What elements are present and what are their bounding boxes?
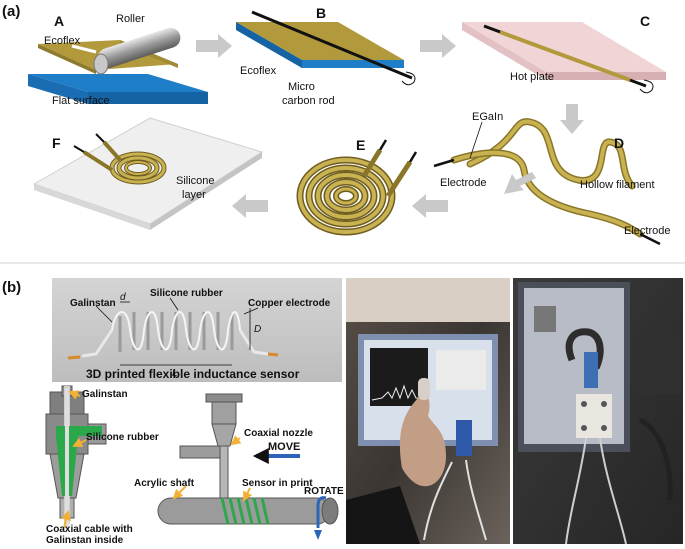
label-hollow-filament: Hollow filament xyxy=(580,179,655,191)
sensor-dim-l: L xyxy=(172,368,178,379)
label-layer: layer xyxy=(182,189,206,201)
nozzle-label-coax-line2: Galinstan inside xyxy=(46,535,124,546)
sensor-label-silicone-rubber: Silicone rubber xyxy=(150,288,223,299)
nozzle-callout-arrows xyxy=(61,390,87,529)
label-egain: EGaIn xyxy=(472,111,503,123)
process-arrow-cd xyxy=(560,104,584,134)
panel-a-tag: (a) xyxy=(2,3,20,20)
label-flat-surface: Flat surface xyxy=(52,95,109,107)
label-micro: Micro xyxy=(288,81,315,93)
process-arrow-ab xyxy=(196,34,232,58)
sensor-caption: 3D printed flexible inductance sensor xyxy=(86,367,300,381)
step-c-illustration xyxy=(462,22,666,94)
sensor-label-copper-electrode: Copper electrode xyxy=(248,298,331,309)
step-b-illustration xyxy=(236,10,416,86)
step-f-illustration xyxy=(32,117,264,230)
step-c-letter: C xyxy=(640,13,650,29)
nozzle-label-galinstan: Galinstan xyxy=(82,389,128,400)
label-ecoflex-a: Ecoflex xyxy=(44,35,81,47)
nozzle-label-silicone-rubber: Silicone rubber xyxy=(86,432,159,443)
process-arrow-ef-2 xyxy=(232,194,268,218)
sensor-schematic xyxy=(52,278,342,382)
nozzle-cross-section xyxy=(45,385,107,528)
step-f-letter: F xyxy=(52,135,61,151)
photo-thumb-sensor xyxy=(346,278,510,544)
printer-label-rotate: ROTATE xyxy=(304,486,344,497)
step-d-illustration xyxy=(433,118,661,246)
label-carbon-rod: carbon rod xyxy=(282,95,335,107)
process-arrow-de xyxy=(504,172,536,194)
label-roller: Roller xyxy=(116,13,145,25)
label-hot-plate: Hot plate xyxy=(510,71,554,83)
step-b-letter: B xyxy=(316,5,326,21)
label-silicone: Silicone xyxy=(176,175,215,187)
label-ecoflex-b: Ecoflex xyxy=(240,65,277,77)
process-arrow-ef-1 xyxy=(412,194,448,218)
step-a-letter: A xyxy=(54,13,64,29)
panel-b-tag: (b) xyxy=(2,279,21,296)
step-e-illustration xyxy=(296,139,418,236)
label-electrode-left: Electrode xyxy=(440,177,486,189)
sensor-dim-d: d xyxy=(120,292,126,303)
step-e-letter: E xyxy=(356,137,365,153)
sensor-dim-big-d: D xyxy=(254,324,261,335)
label-electrode-right: Electrode xyxy=(624,225,670,237)
step-a-illustration xyxy=(28,27,208,104)
photo-mounted-sensor xyxy=(513,278,683,545)
step-d-letter: D xyxy=(614,135,624,151)
sensor-label-galinstan: Galinstan xyxy=(70,298,116,309)
printer-label-acrylic-shaft: Acrylic shaft xyxy=(134,478,195,489)
printer-label-coaxial-nozzle: Coaxial nozzle xyxy=(244,428,313,439)
printer-callout-arrows xyxy=(172,435,327,540)
printer-label-move: MOVE xyxy=(268,441,300,453)
printer-label-sensor-in-print: Sensor in print xyxy=(242,478,313,489)
printer-setup xyxy=(157,393,339,525)
process-arrow-bc xyxy=(420,34,456,58)
nozzle-label-coax-line1: Coaxial cable with xyxy=(46,524,133,535)
